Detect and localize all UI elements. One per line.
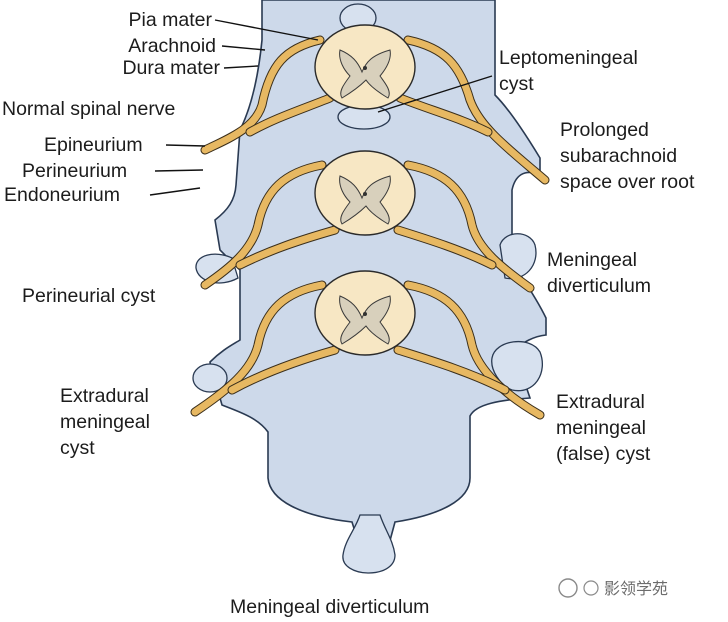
label-leptomeningeal-cyst-line2: cyst [499, 73, 534, 95]
label-pia-mater: Pia mater [129, 9, 213, 31]
label-arachnoid: Arachnoid [128, 35, 216, 57]
label-prolonged-line2: subarachnoid [560, 145, 677, 167]
nerve-roots-level-1 [200, 35, 550, 185]
spinal-cord-level-2 [314, 150, 416, 236]
nerve-roots-level-2 [200, 160, 535, 293]
label-epineurium: Epineurium [44, 134, 143, 156]
label-meningeal-diverticulum-right-line1: Meningeal [547, 249, 637, 271]
watermark: 影领学苑 [558, 578, 668, 598]
perineurial-cyst-shape [195, 253, 239, 284]
label-endoneurium: Endoneurium [4, 184, 120, 206]
spinal-cord-level-3 [314, 270, 416, 356]
label-extradural-false-cyst-line2: meningeal [556, 417, 646, 439]
label-meningeal-diverticulum-right-line2: diverticulum [547, 275, 651, 297]
label-dura-mater: Dura mater [122, 57, 220, 79]
label-normal-spinal-nerve: Normal spinal nerve [2, 98, 175, 120]
extradural-cyst-left-shape [192, 363, 228, 393]
label-extradural-meningeal-cyst-line1: Extradural [60, 385, 149, 407]
label-extradural-false-cyst-line3: (false) cyst [556, 443, 651, 465]
label-extradural-false-cyst-line1: Extradural [556, 391, 645, 413]
watermark-logo-icon [558, 578, 578, 598]
spinal-cord-level-1 [314, 24, 416, 110]
label-extradural-meningeal-cyst-line3: cyst [60, 437, 95, 459]
nerve-roots-level-3 [190, 280, 545, 420]
label-perineurium: Perineurium [22, 160, 127, 182]
label-prolonged-line3: space over root [560, 171, 695, 193]
label-leptomeningeal-cyst-line1: Leptomeningeal [499, 47, 638, 69]
leader-lines [149, 19, 493, 196]
bottom-meningeal-diverticulum [342, 514, 396, 574]
label-meningeal-diverticulum-bottom: Meningeal diverticulum [230, 596, 429, 618]
label-extradural-meningeal-cyst-line2: meningeal [60, 411, 150, 433]
watermark-text: 影领学苑 [604, 579, 668, 598]
extradural-false-cyst-shape [491, 340, 543, 392]
label-perineurial-cyst: Perineurial cyst [22, 285, 156, 307]
label-prolonged-line1: Prolonged [560, 119, 649, 141]
